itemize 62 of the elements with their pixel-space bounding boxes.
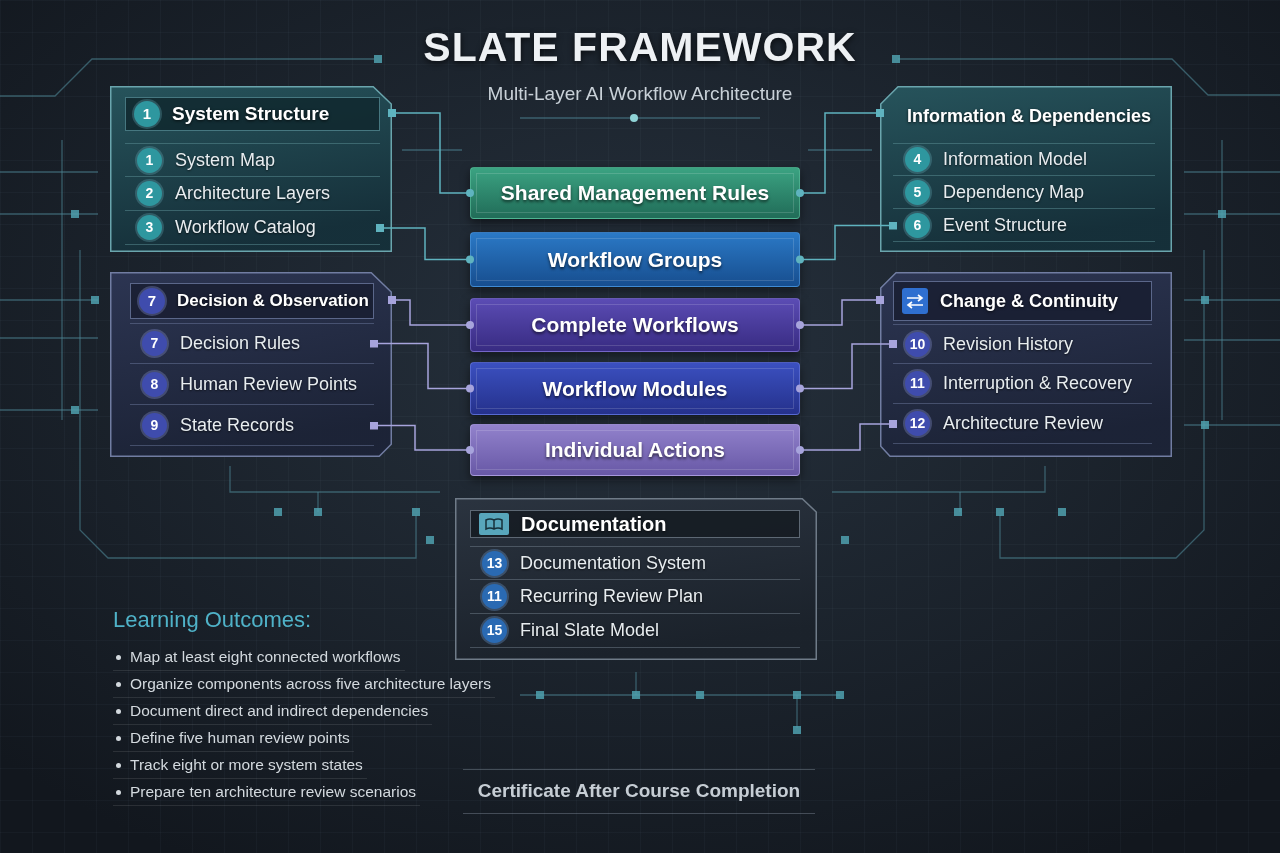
item-label: State Records bbox=[180, 413, 295, 437]
layer-bar bbox=[470, 167, 800, 219]
layer-bar bbox=[470, 424, 800, 476]
item-label: Architecture Layers bbox=[175, 182, 331, 205]
list-row bbox=[893, 143, 1155, 176]
connector-line bbox=[796, 109, 884, 197]
layer-title: Workflow Groups bbox=[547, 246, 723, 273]
panel-title: System Structure bbox=[172, 101, 330, 126]
panel-card bbox=[880, 272, 1172, 457]
list-row bbox=[470, 546, 800, 580]
panel-title: Change & Continuity bbox=[940, 289, 1118, 313]
section-heading: Learning Outcomes: bbox=[113, 606, 312, 634]
panel-card bbox=[110, 272, 392, 457]
panel-card bbox=[455, 498, 817, 660]
item-label: Final Slate Model bbox=[520, 619, 660, 642]
connector-line bbox=[796, 340, 897, 393]
layer-title: Shared Management Rules bbox=[500, 180, 770, 207]
panel-title: Information & Dependencies bbox=[907, 104, 1152, 128]
list-row bbox=[130, 323, 374, 364]
connector-line bbox=[370, 339, 474, 393]
layer-title: Complete Workflows bbox=[531, 312, 739, 339]
item-label: Architecture Review bbox=[943, 412, 1104, 435]
outcome-item: Prepare ten architecture review scenarios bbox=[130, 782, 417, 803]
layer-bar bbox=[470, 362, 800, 415]
connector-line bbox=[796, 296, 884, 329]
outcome-item: Organize components across five architecture layers bbox=[130, 674, 491, 695]
panel-card bbox=[110, 86, 392, 252]
layer-title: Individual Actions bbox=[544, 437, 726, 464]
number-badge: 1 bbox=[134, 101, 160, 127]
item-label: Revision History bbox=[943, 332, 1074, 356]
outcome-item: Document direct and indirect dependencies bbox=[130, 701, 429, 722]
item-label: Workflow Catalog bbox=[175, 216, 316, 239]
certificate-note: Certificate After Course Completion bbox=[463, 769, 815, 814]
list-row bbox=[125, 143, 380, 177]
number-badge: 7 bbox=[139, 288, 165, 314]
item-label: System Map bbox=[175, 148, 276, 172]
connector-line bbox=[388, 296, 474, 329]
item-label: Event Structure bbox=[943, 213, 1068, 237]
layer-bar bbox=[470, 232, 800, 287]
list-row bbox=[893, 324, 1152, 364]
layer-bar bbox=[470, 298, 800, 352]
connector-line bbox=[796, 221, 897, 264]
item-label: Decision Rules bbox=[180, 332, 301, 355]
subtitle: Multi-Layer AI Workflow Architecture bbox=[487, 82, 793, 106]
panel-card bbox=[880, 86, 1172, 252]
panel-title: Documentation bbox=[521, 512, 667, 537]
connector-line bbox=[388, 109, 474, 197]
connector-line bbox=[370, 421, 474, 454]
outcome-item: Map at least eight connected workflows bbox=[130, 647, 401, 668]
outcome-item: Track eight or more system states bbox=[130, 755, 363, 776]
item-label: Recurring Review Plan bbox=[520, 585, 704, 608]
layer-title: Workflow Modules bbox=[542, 375, 728, 402]
connector-line bbox=[376, 224, 474, 264]
item-label: Human Review Points bbox=[180, 372, 358, 396]
item-label: Dependency Map bbox=[943, 180, 1085, 204]
panel-title: Decision & Observation bbox=[177, 290, 369, 313]
item-label: Interruption & Recovery bbox=[943, 372, 1133, 395]
outcome-item: Define five human review points bbox=[130, 728, 350, 749]
title: SLATE FRAMEWORK bbox=[423, 27, 857, 68]
item-label: Information Model bbox=[943, 148, 1088, 171]
item-label: Documentation System bbox=[520, 551, 707, 575]
connector-line bbox=[796, 420, 897, 454]
